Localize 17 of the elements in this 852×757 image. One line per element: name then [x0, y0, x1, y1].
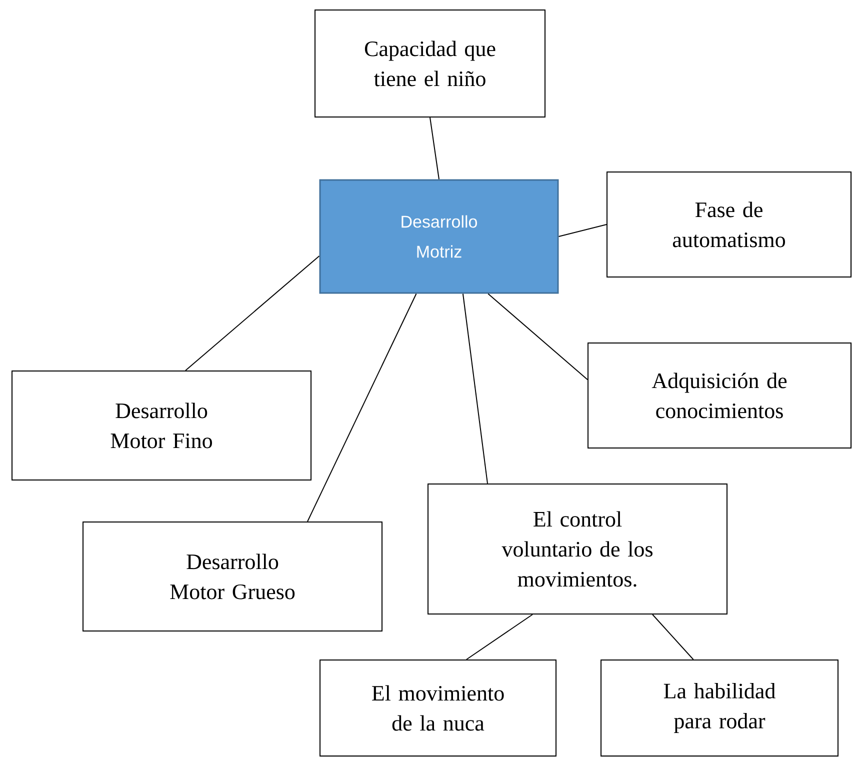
- central-box: Desarrollo Motriz: [319, 179, 559, 294]
- connector-line: [430, 117, 440, 180]
- text-box: El control voluntario de los movimientos.: [428, 484, 728, 614]
- text-box: Adquisición de conocimientos: [588, 342, 852, 448]
- connector-line: [185, 255, 320, 371]
- connector-line: [652, 614, 694, 660]
- text-box: Fase de automatismo: [606, 172, 852, 278]
- connector-line: [462, 293, 488, 484]
- text-box: Capacidad que tiene el niño: [314, 10, 546, 118]
- text-box: El movimiento de la nuca: [320, 660, 556, 756]
- connector-line: [307, 293, 417, 522]
- connector-line: [558, 224, 607, 237]
- text-box: Desarrollo Motor Grueso: [82, 522, 382, 632]
- text-box: Desarrollo Motor Fino: [12, 370, 312, 480]
- text-box: La habilidad para rodar: [600, 660, 838, 756]
- connector-line: [466, 614, 533, 660]
- connector-line: [488, 293, 588, 380]
